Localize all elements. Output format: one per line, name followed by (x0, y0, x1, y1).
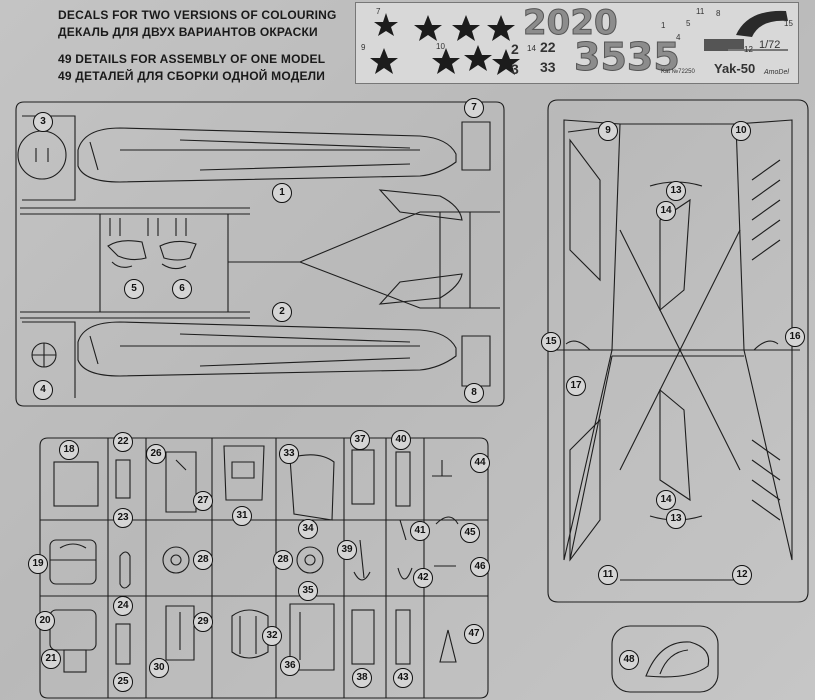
part-number-47: 47 (464, 624, 484, 644)
decal-small-10: 10 (436, 42, 445, 51)
decal-small-7: 7 (376, 7, 381, 16)
part-number-43: 43 (393, 668, 413, 688)
part-number-21: 21 (41, 649, 61, 669)
part-number-8: 8 (464, 383, 484, 403)
part-number-30: 30 (149, 658, 169, 678)
part-number-4: 4 (33, 380, 53, 400)
decal-brand: AmoDel (764, 69, 789, 76)
decal-stars (370, 10, 788, 75)
part-number-48: 48 (619, 650, 639, 670)
decal-small-4: 4 (676, 33, 681, 42)
part-number-14-bottom: 14 (656, 490, 676, 510)
part-number-32: 32 (262, 626, 282, 646)
part-number-2: 2 (272, 302, 292, 322)
decal-small-1: 1 (661, 21, 666, 30)
decal-catalog: Kat №72250 (661, 69, 695, 75)
decal-small-9: 9 (361, 43, 366, 52)
part-number-12: 12 (732, 565, 752, 585)
part-number-15: 15 (541, 332, 561, 352)
part-number-45: 45 (460, 523, 480, 543)
part-number-42: 42 (413, 568, 433, 588)
part-number-27: 27 (193, 491, 213, 511)
part-number-11: 11 (598, 565, 618, 585)
decal-sheet: 2020 3535 2 14 22 3 33 7 10 11 12 5 9 8 … (355, 2, 799, 84)
decal-model-name: Yak-50 (714, 61, 756, 76)
decal-number-3535: 3535 (574, 35, 681, 80)
part-number-46: 46 (470, 557, 490, 577)
part-number-16: 16 (785, 327, 805, 347)
part-number-33: 33 (279, 444, 299, 464)
decal-small-5: 5 (686, 19, 691, 28)
part-number-36: 36 (280, 656, 300, 676)
decal-small-3: 3 (511, 61, 519, 77)
part-number-29: 29 (193, 612, 213, 632)
part-number-18: 18 (59, 440, 79, 460)
part-number-44: 44 (470, 453, 490, 473)
part-number-6: 6 (172, 279, 192, 299)
part-number-19: 19 (28, 554, 48, 574)
decal-small-12: 12 (744, 45, 753, 54)
part-number-14-top: 14 (656, 201, 676, 221)
part-number-41: 41 (410, 521, 430, 541)
part-number-28-right: 28 (273, 550, 293, 570)
details-title-en: 49 DETAILS FOR ASSEMBLY OF ONE MODEL (58, 52, 326, 66)
decal-small-14: 14 (527, 44, 536, 53)
part-number-5: 5 (124, 279, 144, 299)
part-number-35: 35 (298, 581, 318, 601)
part-number-17: 17 (566, 376, 586, 396)
part-number-34: 34 (298, 519, 318, 539)
part-number-28-left: 28 (193, 550, 213, 570)
part-number-22: 22 (113, 432, 133, 452)
part-number-31: 31 (232, 506, 252, 526)
part-number-20: 20 (35, 611, 55, 631)
part-number-24: 24 (113, 596, 133, 616)
part-number-10: 10 (731, 121, 751, 141)
decals-title-ru: ДЕКАЛЬ ДЛЯ ДВУХ ВАРИАНТОВ ОКРАСКИ (58, 25, 318, 39)
part-number-9: 9 (598, 121, 618, 141)
decal-number-2020: 2020 (523, 3, 619, 44)
part-number-1: 1 (272, 183, 292, 203)
decals-title-en: DECALS FOR TWO VERSIONS OF COLOURING (58, 8, 337, 22)
part-number-37: 37 (350, 430, 370, 450)
decal-small-15: 15 (784, 19, 793, 28)
part-number-13-bottom: 13 (666, 509, 686, 529)
part-number-23: 23 (113, 508, 133, 528)
decal-small-8: 8 (716, 9, 721, 18)
decal-small-33: 33 (540, 59, 556, 75)
part-number-40: 40 (391, 430, 411, 450)
part-number-25: 25 (113, 672, 133, 692)
decal-scale: 1/72 (759, 39, 781, 51)
part-number-3: 3 (33, 112, 53, 132)
part-number-7: 7 (464, 98, 484, 118)
decal-small-11: 11 (696, 7, 705, 16)
part-number-26: 26 (146, 444, 166, 464)
decal-small-2: 2 (511, 41, 519, 57)
part-number-13-top: 13 (666, 181, 686, 201)
part-number-38: 38 (352, 668, 372, 688)
decal-small-22: 22 (540, 39, 556, 55)
details-title-ru: 49 ДЕТАЛЕЙ ДЛЯ СБОРКИ ОДНОЙ МОДЕЛИ (58, 69, 326, 83)
part-number-39: 39 (337, 540, 357, 560)
